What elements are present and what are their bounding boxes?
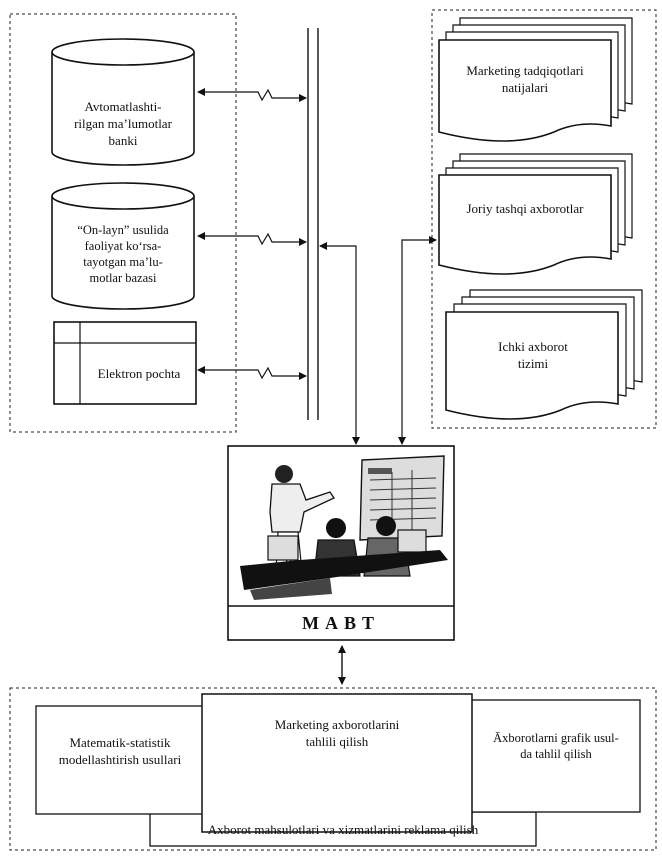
connector-bus-to-mabt [319,242,360,445]
db-bank-label: Avtomatlashti- rilgan ma’lumotlar banki [52,98,194,149]
marketing-research-line-1: Marketing tadqiqotlari [466,63,584,78]
marketing-analysis-line-2: tahlili qilish [305,734,369,749]
math-stat-line-2: modellashtirish usullari [58,752,182,767]
db-bank-cylinder [51,38,195,166]
db-online-line-2: faoliyat ko‘rsa- [84,239,162,253]
doc-stack-internal-system [445,289,643,420]
marketing-research-label: Marketing tadqiqotlari natijalari [440,62,610,96]
internal-system-line-2: tizimi [517,356,549,371]
current-external-label: Joriy tashqi axborotlar [466,201,584,216]
db-online-line-3: tayotgan ma’lu- [83,255,163,269]
db-online-cylinder [51,182,195,310]
advertising-label: Axborot mahsulotlari va xizmatlarini rek… [207,822,479,837]
connector-db-bank [197,88,307,102]
email-box [53,321,197,405]
math-stat-line-1: Matematik-statistik [69,735,171,750]
db-bank-line-2: rilgan ma’lumotlar [74,116,172,131]
internal-system-line-1: Ichki axborot [498,339,568,354]
email-label: Elektron pochta [97,366,181,381]
mabt-title: MABT [302,613,380,633]
db-online-line-1: “On-layn” usulida [77,223,169,237]
graphic-analysis-label: Āxborotlarni grafik usul- da tahlil qili… [472,730,640,762]
doc-stack-marketing-research [438,17,633,142]
marketing-analysis-label: Marketing axborotlarini tahlili qilish [202,716,472,750]
db-online-label: “On-layn” usulida faoliyat ko‘rsa- tayot… [52,222,194,286]
doc-stack-current-external [438,153,633,275]
db-online-line-4: motlar bazasi [89,271,157,285]
graphic-analysis-line-1: Āxborotlarni grafik usul- [493,731,619,745]
connector-email [197,366,307,380]
db-bank-line-1: Avtomatlashti- [84,99,162,114]
graphic-analysis-line-2: da tahlil qilish [520,747,592,761]
marketing-research-line-2: natijalari [501,80,549,95]
connector-db-online [197,232,307,246]
marketing-analysis-line-1: Marketing axborotlarini [274,717,400,732]
bottom-group-frame [9,687,657,851]
people-at-computers-illustration [240,455,448,600]
connector-right-to-mabt [398,236,437,445]
right-group-frame [431,9,657,429]
left-group-frame [9,13,237,433]
math-stat-label: Matematik-statistik modellashtirish usul… [36,734,204,768]
graphic-analysis-box [469,699,641,813]
db-bank-line-3: banki [108,133,138,148]
marketing-analysis-box [201,693,473,833]
internal-system-label: Ichki axborot tizimi [448,338,618,372]
math-stat-box [35,705,205,815]
